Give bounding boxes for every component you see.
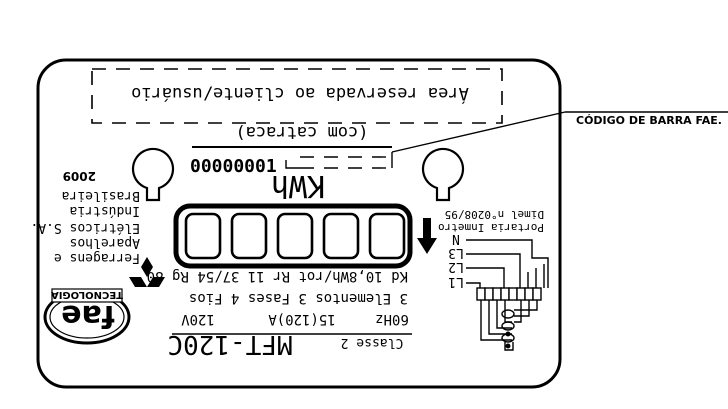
manufacturer-line-5: Brasileira [62,188,140,203]
barcode-callout-label: CÓDIGO DE BARRA FAE. [576,114,722,127]
terminal-label-n: N [452,231,460,246]
barcode-callout-line [391,111,566,153]
wiring-diagram [466,239,549,351]
kwh-unit: KWh [271,168,325,203]
manufacturer-line-3: Elétricos S.A. [30,220,140,235]
approval-line-1: Portaria Inmetro [438,221,544,234]
accuracy-class: Classe 2 [341,335,404,350]
manufacturer-line-4: Indústria [70,203,140,218]
register-wheel-2 [230,212,268,260]
barcode-bracket [285,160,300,169]
nameplate-outline [36,58,562,389]
register-wheel-1 [184,212,222,260]
terminal-label-l1: L1 [448,274,464,289]
logo-brand: fae [61,298,115,333]
spec-constants: Kd 10,8Wh/rot Rr 11 37/54 Rg 80 [147,268,408,284]
register-wheel-5 [368,212,406,260]
manufacturer-year: 2009 [63,169,96,183]
three-diamonds-icon [129,257,165,287]
manufacturer-line-1: Ferragens e [54,250,140,265]
manufacturer-block: Ferragens e Aparelhos Elétricos S.A. Ind… [30,169,140,265]
spec-current: 15(120)A [268,311,336,327]
manufacturer-line-2: Aparelhos [70,235,140,250]
register-wheel-3 [276,212,314,260]
left-mounting-hole [131,147,175,202]
catraca-caption: (com catraca) [235,122,368,142]
spec-elements: 3 Elementos 3 Fases 4 Fios [189,290,408,306]
right-mounting-hole [421,147,465,202]
fae-logo: TECNOLOGIA fae [43,288,131,345]
approval-line-2: Dimel n°0208/95 [445,208,544,221]
reserved-area-box [91,68,503,124]
rotation-arrow-icon [417,218,437,254]
serial-number: 00000001 [190,156,277,177]
terminal-label-l3: L3 [448,245,464,260]
model-name: MFT-120C [167,329,292,359]
reserved-area-text: Área reservada ao cliente/usuário [131,83,469,105]
spec-frequency: 60Hz [375,311,409,327]
register-wheel-4 [322,212,360,260]
terminal-label-l2: L2 [448,259,464,274]
spec-voltage: 120V [181,311,215,327]
logo-tagline: TECNOLOGIA [51,289,123,300]
register-window [173,203,413,269]
